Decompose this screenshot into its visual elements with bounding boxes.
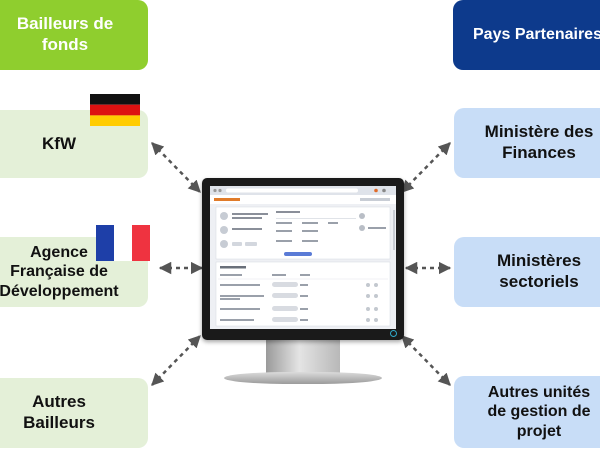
donors-header: Bailleurs de fonds — [0, 0, 148, 70]
germany-flag-icon — [90, 94, 140, 126]
france-flag-icon — [96, 225, 150, 261]
power-button-icon — [390, 330, 397, 337]
box-other-donors: Autres Bailleurs — [0, 378, 148, 448]
arrow-kfw — [151, 142, 201, 193]
monitor-stand-base — [224, 372, 382, 384]
box-other-pmus: Autres unités de gestion de projet — [454, 376, 600, 448]
partners-header: Pays Partenaires — [453, 0, 600, 70]
monitor-stand-neck — [266, 340, 340, 374]
computer-monitor-icon — [202, 178, 404, 340]
arrow-pmus — [401, 335, 451, 386]
box-sector-ministries: Ministères sectoriels — [454, 237, 600, 307]
arrow-finance — [401, 142, 451, 193]
arrow-other-donors — [151, 335, 201, 386]
monitor-screen — [210, 186, 396, 329]
box-finance-ministry: Ministère des Finances — [454, 108, 600, 178]
screen-mockup — [210, 186, 396, 327]
